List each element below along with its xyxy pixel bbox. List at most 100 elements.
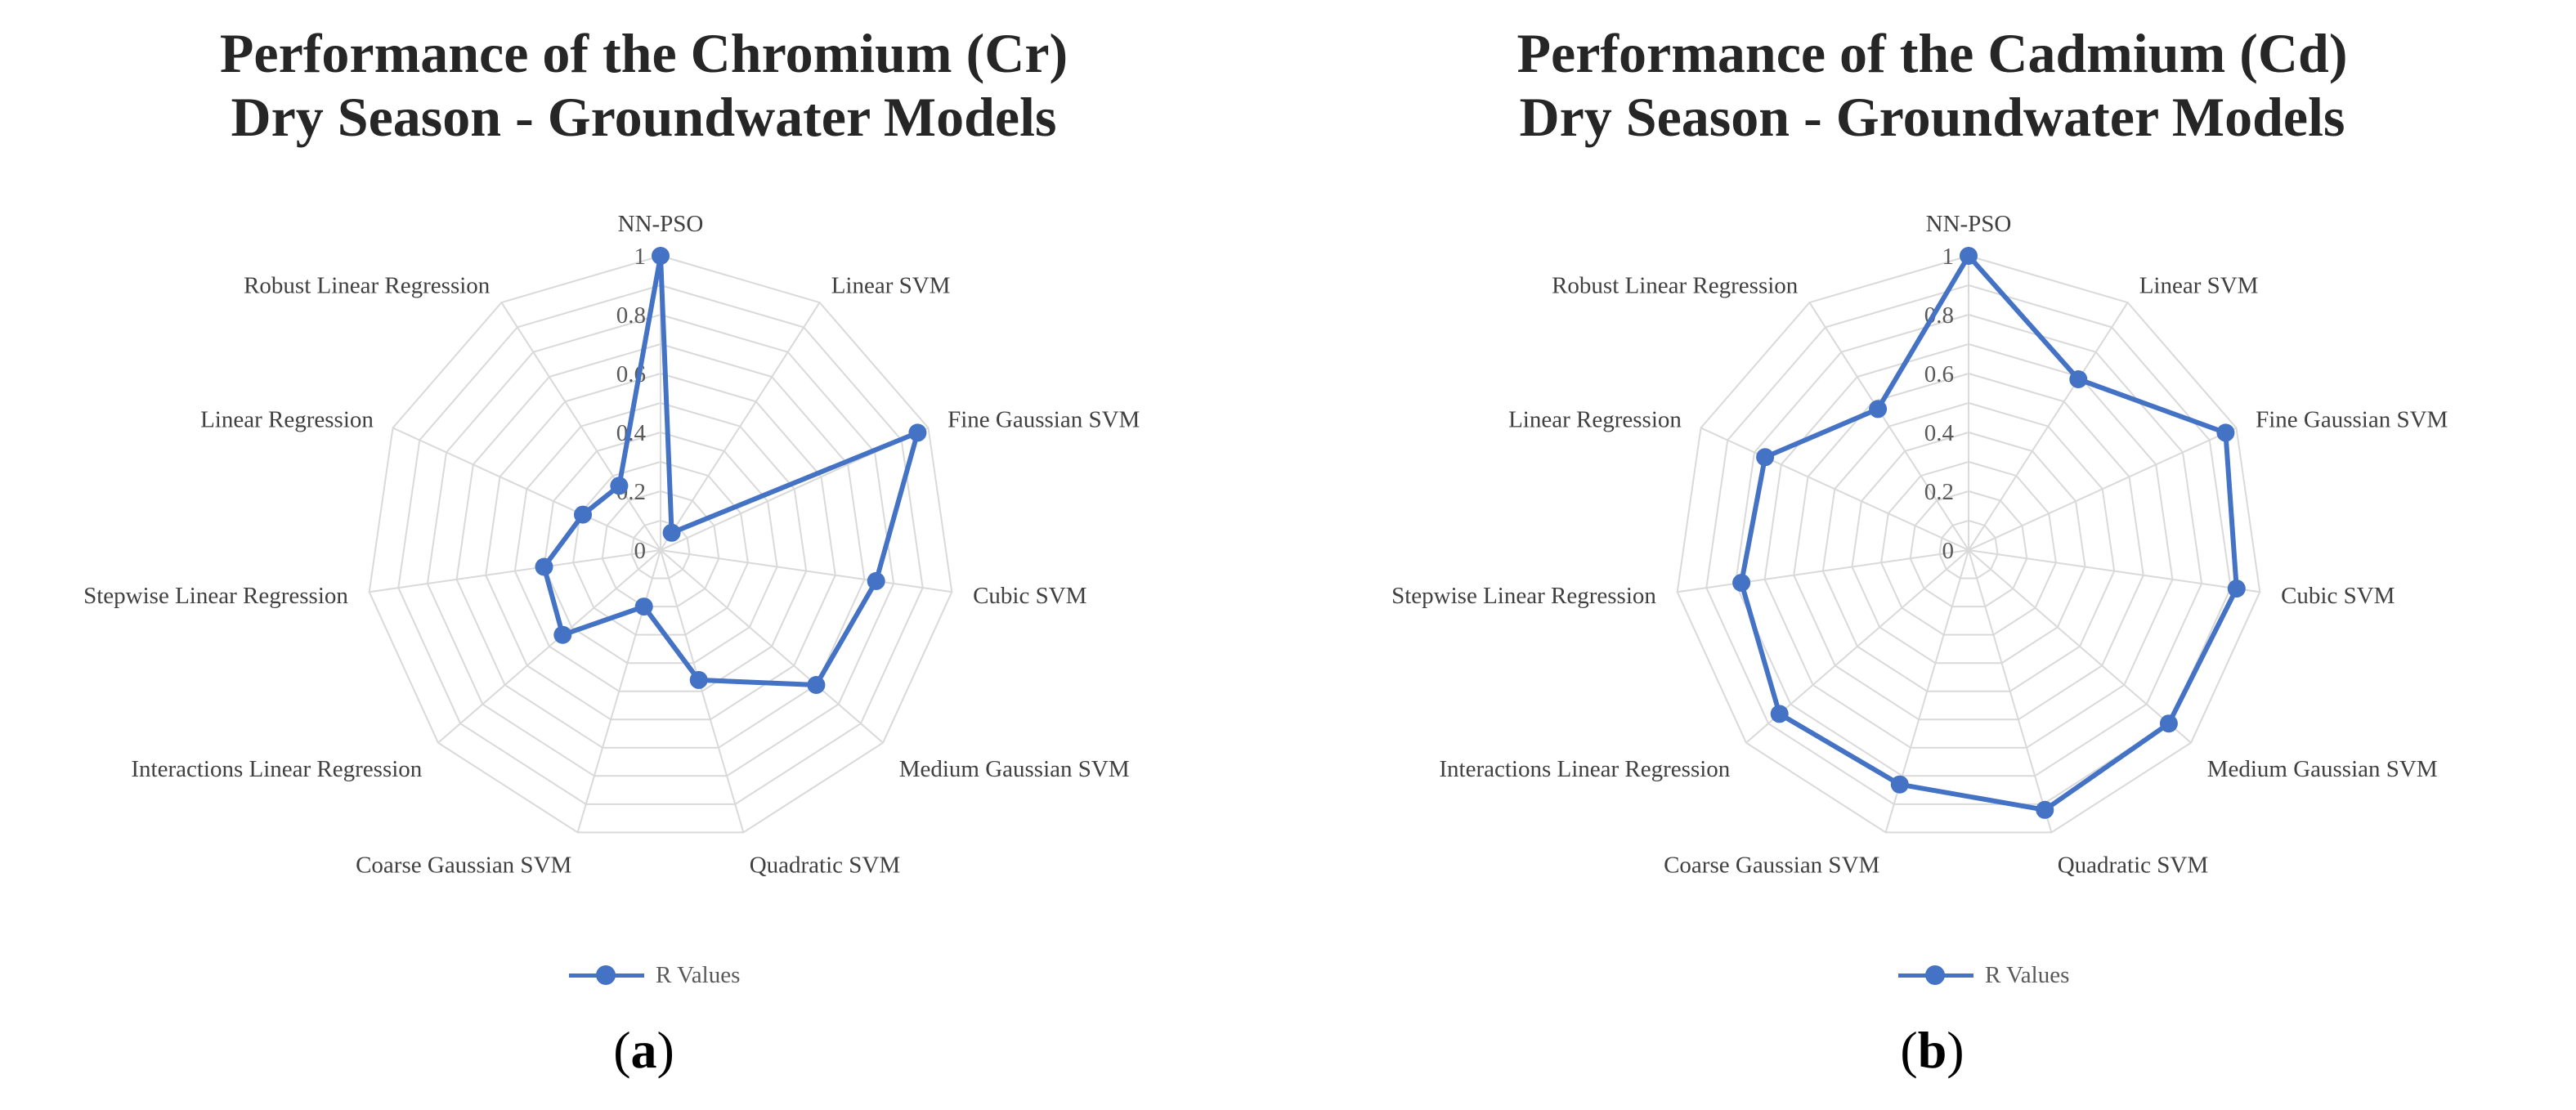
chart-panel-a: Performance of the Chromium (Cr) Dry Sea… [0,22,1288,1079]
chart-title-line1: Performance of the Cadmium (Cd) [1516,22,2348,84]
series-line [541,253,921,687]
legend-label: R Values [656,961,741,988]
panel-sublabel-b: (b) [1900,1021,1964,1079]
data-point [1732,574,1751,592]
tick-label: 1 [634,244,647,270]
grid-spoke [500,302,661,551]
grid-ring [426,313,895,777]
category-label: Stepwise Linear Regression [1391,583,1656,609]
grid-spoke [1700,427,1969,551]
tick-label: 0.6 [1924,361,1954,387]
series-line [1739,253,2239,812]
category-label: Stepwise Linear Regression [83,583,348,609]
grid-spoke [660,302,821,551]
grid-spoke [1968,302,2129,551]
category-label: Interactions Linear Regression [1439,756,1730,782]
chart-title-line2: Dry Season - Groundwater Models [1519,86,2345,148]
category-label: Linear SVM [831,272,951,298]
legend-b: R Values [1288,955,2576,996]
category-label: Linear Regression [200,407,374,433]
data-point [908,423,927,442]
grid-ring [485,372,836,721]
data-point [574,505,592,524]
grid-ring [397,284,924,805]
chart-title-line2: Dry Season - Groundwater Models [231,86,1057,148]
data-point [689,670,708,689]
grid-spoke [1968,549,2192,744]
data-point [2227,580,2246,598]
tick-label: 1 [1942,244,1955,270]
legend-label: R Values [1985,961,2070,988]
category-label: Medium Gaussian SVM [2207,756,2438,782]
grid-spoke [1968,427,2237,551]
category-label: Interactions Linear Regression [131,756,422,782]
data-point [535,557,553,576]
radar-grid [1676,254,2261,834]
tick-label: 0 [1942,538,1955,564]
data-point [553,625,572,644]
legend-marker [1898,963,1973,987]
grid-ring [1909,490,2028,608]
grid-ring [455,342,866,749]
category-label: NN-PSO [1926,211,2012,237]
category-label: Fine Gaussian SVM [2256,407,2448,433]
category-label: Cubic SVM [2281,583,2395,609]
data-point [1869,400,1888,418]
category-label: Medium Gaussian SVM [899,756,1130,782]
grid-spoke [660,549,745,833]
category-label: NN-PSO [618,211,704,237]
category-label: Coarse Gaussian SVM [356,852,571,878]
data-point [2069,370,2088,388]
data-point [1890,775,1909,794]
tick-label: 0.2 [1924,479,1954,505]
category-label: Fine Gaussian SVM [948,407,1140,433]
category-label: Linear SVM [2139,272,2259,298]
grid-ring [1676,254,2261,834]
data-point [1770,705,1789,723]
category-label: Linear Regression [1508,407,1682,433]
grid-spoke [1968,549,2260,593]
grid-ring [1793,372,2144,721]
data-point [867,571,885,590]
data-point [2036,800,2054,819]
data-point [1756,448,1775,467]
legend-marker [569,963,644,987]
panel-sublabel-a: (a) [613,1021,674,1079]
tick-label: 0 [634,538,647,564]
data-point [2216,423,2235,442]
grid-spoke [369,549,661,593]
grid-ring [368,254,953,834]
data-point [610,477,629,495]
chart-panel-b: Performance of the Cadmium (Cd) Dry Seas… [1288,0,2576,1110]
grid-ring [543,431,778,665]
category-label: Robust Linear Regression [244,272,491,298]
grid-ring [1763,342,2174,749]
grid-ring [1880,460,2057,636]
grid-ring [630,519,691,580]
grid-ring [513,401,808,692]
data-point [1960,247,1978,265]
data-point [652,247,670,265]
grid-spoke [576,549,661,833]
legend-a: R Values [0,955,1288,996]
grid-spoke [660,549,884,744]
category-label: Quadratic SVM [2058,852,2208,878]
grid-ring [1734,313,2203,777]
category-label: Coarse Gaussian SVM [1664,852,1879,878]
grid-spoke [437,549,661,744]
radar-grid [368,254,953,834]
grid-ring [1851,431,2086,665]
data-point [662,523,681,542]
category-label: Quadratic SVM [750,852,900,878]
grid-spoke [660,549,952,593]
grid-spoke [1677,549,1969,593]
tick-label: 0.8 [616,302,646,329]
grid-spoke [1968,549,2053,833]
category-label: Cubic SVM [973,583,1086,609]
tick-label: 0.4 [1924,420,1955,446]
data-point [807,676,826,694]
data-point [634,598,653,616]
grid-ring [601,490,720,608]
